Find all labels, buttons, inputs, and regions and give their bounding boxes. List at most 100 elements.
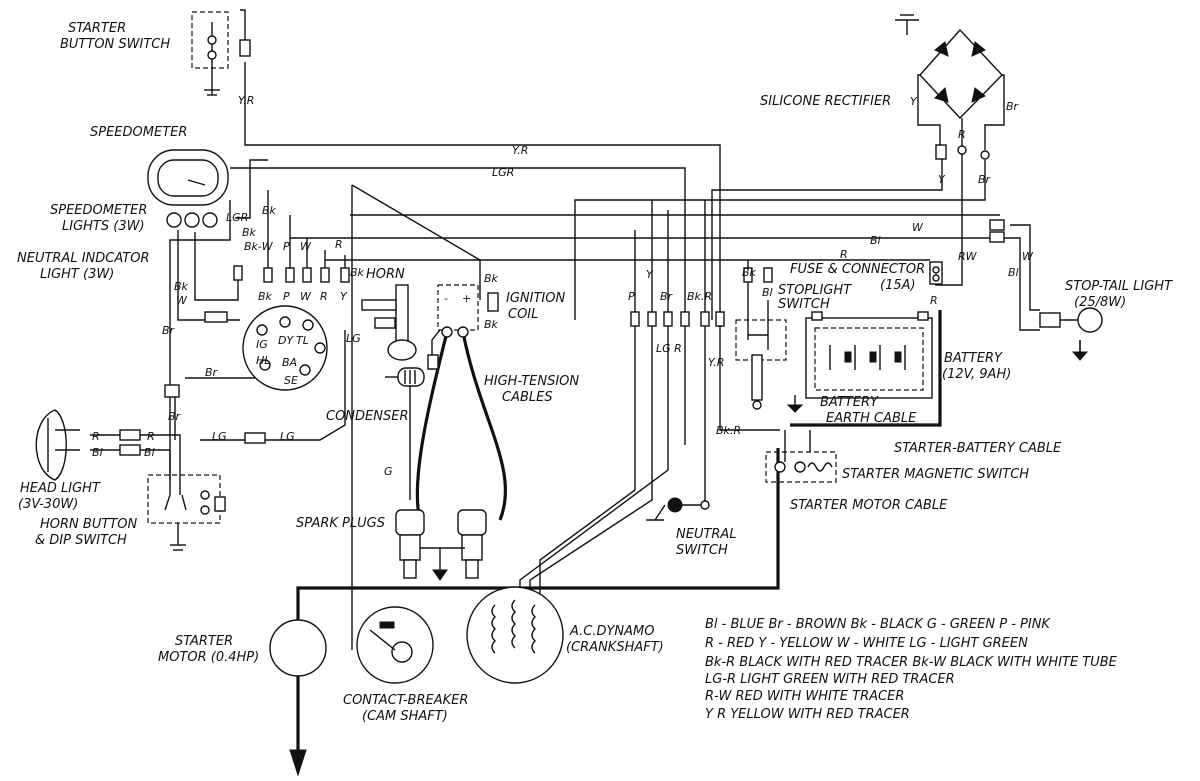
contact-breaker-label-2: (CAM SHAFT) (362, 709, 448, 724)
wire-code-yr: Y.R (512, 144, 528, 157)
condenser-symbol (385, 367, 425, 387)
starter-battery-cable-label: STARTER-BATTERY CABLE (894, 441, 1062, 456)
ignition-switch-symbol (242, 305, 328, 391)
terminal-hl: HL (256, 354, 270, 367)
wire-code-r: R (930, 294, 938, 307)
wire-code-lgr: LGR (226, 211, 248, 224)
wire-code-lgr: LGR (492, 166, 514, 179)
starter-motor-cable-label: STARTER MOTOR CABLE (790, 498, 948, 513)
wire-code-y: Y (910, 95, 918, 108)
starter-motor-symbol (269, 619, 327, 677)
terminal-tl: TL (296, 334, 309, 347)
starter-button-switch-label-2: BUTTON SWITCH (60, 37, 170, 52)
wire-code-bl: Bl (1008, 266, 1019, 279)
switch-terminal-labels: IG HL DY TL BA SE (256, 334, 309, 387)
wire-code-bk-r: Bk.R (716, 424, 741, 437)
spark-plugs-label: SPARK PLUGS (296, 516, 385, 531)
neutral-switch-label-1: NEUTRAL (676, 527, 737, 542)
wire-code-p: P (283, 290, 290, 303)
fuse-symbol (932, 266, 940, 282)
connector-blocks (119, 144, 1005, 456)
wire-code-bk: Bk (742, 266, 757, 279)
wire-code-r: R (92, 430, 100, 443)
wire-code-w: W (300, 240, 312, 253)
color-legend: Bl - BLUE Br - BROWN Bk - BLACK G - GREE… (705, 617, 1118, 722)
neutral-switch-symbol (646, 497, 710, 521)
wire-code-lg-r: LG R (656, 342, 682, 355)
wire-code-bk-r: Bk.R (687, 290, 712, 303)
starter-motor-label-2: MOTOR (0.4HP) (158, 650, 259, 665)
stop-tail-light-label-1: STOP-TAIL LIGHT (1065, 279, 1173, 294)
speedometer-symbol (147, 149, 229, 228)
head-light-label-2: (3V-30W) (18, 497, 78, 512)
wire-code-p: P (628, 290, 635, 303)
starter-motor-label-1: STARTER (175, 634, 233, 649)
wire-code-bl: Bl (762, 286, 773, 299)
wire-code-br: Br (162, 324, 176, 337)
starter-magnetic-switch-symbol (765, 430, 837, 483)
terminal-ba: BA (282, 356, 297, 369)
speedometer-label: SPEEDOMETER (90, 125, 187, 140)
battery-earth-label-1: BATTERY (820, 395, 879, 410)
stoplight-label-2: SWITCH (778, 297, 830, 312)
wire-code-w: W (176, 294, 188, 307)
legend-line: LG-R LIGHT GREEN WITH RED TRACER (705, 672, 955, 687)
wire-code-r: R (320, 290, 328, 303)
wire-code-w: W (912, 221, 924, 234)
wire-code-bl: Bl (870, 234, 881, 247)
horn-symbol (361, 284, 417, 361)
wire-code-p: P (283, 240, 290, 253)
neutral-indicator-label-1: NEUTRAL INDCATOR (17, 251, 150, 266)
horn-dip-switch-label-1: HORN BUTTON (40, 517, 137, 532)
wire-code-bk: Bk (242, 226, 257, 239)
wire-code-bk: Bk (484, 272, 499, 285)
wire-code-r: R (147, 430, 155, 443)
contact-breaker-symbol (356, 606, 434, 684)
ignition-coil-symbol: - + (437, 284, 499, 338)
ignition-coil-label-1: IGNITION (506, 291, 565, 306)
condenser-label: CONDENSER (326, 409, 408, 424)
svg-text:-: - (444, 292, 448, 305)
svg-text:+: + (462, 292, 471, 305)
head-light-label-1: HEAD LIGHT (20, 481, 101, 496)
wire-code-y: Y (938, 173, 946, 186)
wire-code-bk-w: Bk-W (244, 240, 274, 253)
silicone-rectifier-label: SILICONE RECTIFIER (760, 94, 891, 109)
wire-code-y: Y (646, 268, 654, 281)
contact-breaker-label-1: CONTACT-BREAKER (343, 693, 468, 708)
battery-label-2: (12V, 9AH) (942, 367, 1011, 382)
fuse-label-2: (15A) (880, 278, 916, 293)
neutral-switch-label-2: SWITCH (676, 543, 728, 558)
wire-code-labels: Y.R Y.R LGR LGR W Bl R RW W Bl Y R Br Y … (92, 94, 1034, 478)
terminal-dy: DY (278, 334, 294, 347)
stop-tail-light-symbol (1039, 307, 1103, 361)
wire-code-w: W (300, 290, 312, 303)
wire-code-br: Br (168, 410, 182, 423)
wire-code-bl: Bl (92, 446, 103, 459)
wire-code-r: R (335, 238, 343, 251)
battery-label-1: BATTERY (944, 351, 1003, 366)
ignition-coil-label-2: COIL (508, 307, 538, 322)
wire-code-bk: Bk (262, 204, 277, 217)
battery-earth-label-2: EARTH CABLE (826, 411, 917, 426)
wire-code-lg: LG (280, 430, 295, 443)
ac-dynamo-symbol (466, 586, 564, 684)
wire-code-lg: LG (346, 332, 361, 345)
heavy-cables (289, 310, 942, 777)
wire-code-r: R (958, 128, 966, 141)
wire-code-br: Br (205, 366, 219, 379)
stoplight-label-1: STOPLIGHT (778, 283, 852, 298)
wire-code-bl: Bl (144, 446, 155, 459)
wire-code-w: W (1022, 250, 1034, 263)
wire-code-g: G (384, 465, 393, 478)
wire-code-bk: Bk (258, 290, 273, 303)
horn-label: HORN (366, 267, 405, 282)
horn-dip-switch-label-2: & DIP SWITCH (35, 533, 127, 548)
speedometer-lights-label-2: LIGHTS (3W) (62, 219, 145, 234)
legend-line: Bl - BLUE Br - BROWN Bk - BLACK G - GREE… (705, 617, 1051, 632)
wire-code-bk: Bk (174, 280, 189, 293)
legend-line: R-W RED WITH WHITE TRACER (705, 689, 904, 704)
legend-line: Y R YELLOW WITH RED TRACER (705, 707, 910, 722)
